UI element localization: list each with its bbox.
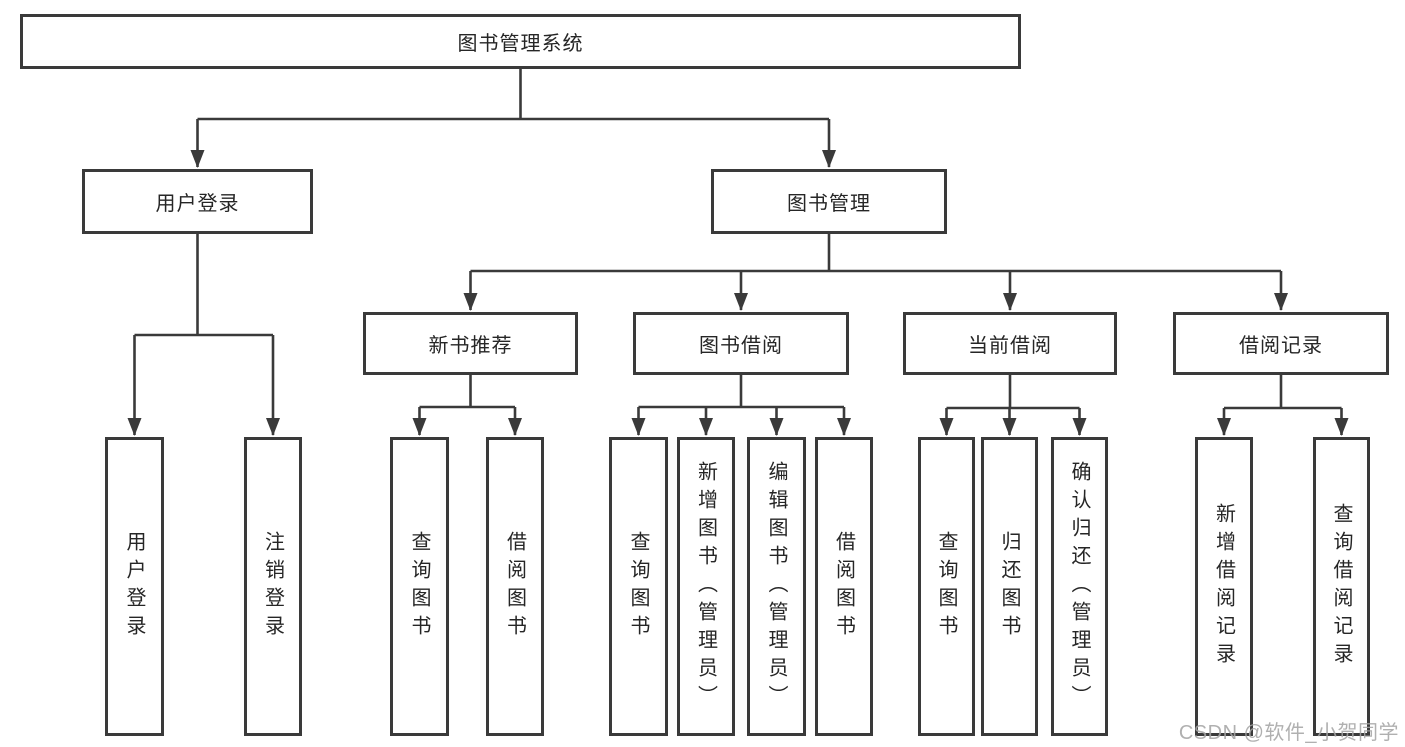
node-current-return: 归还图书 xyxy=(981,437,1038,736)
node-rec-borrow: 借阅图书 xyxy=(486,437,544,736)
node-login: 用户登录 xyxy=(82,169,313,234)
node-records: 借阅记录 xyxy=(1173,312,1389,375)
node-borrow: 图书借阅 xyxy=(633,312,849,375)
node-borrow-edit: 编辑图书（管理员） xyxy=(747,437,806,736)
watermark-text: CSDN @软件_小贺同学 xyxy=(1178,722,1399,744)
node-rec: 新书推荐 xyxy=(363,312,578,375)
node-rec-query: 查询图书 xyxy=(390,437,449,736)
node-borrow-lend: 借阅图书 xyxy=(815,437,873,736)
node-current-confirm: 确认归还（管理员） xyxy=(1051,437,1108,736)
node-root: 图书管理系统 xyxy=(20,14,1021,69)
node-login-user: 用户登录 xyxy=(105,437,164,736)
node-borrow-query: 查询图书 xyxy=(609,437,668,736)
node-records-query: 查询借阅记录 xyxy=(1313,437,1370,736)
node-mgmt: 图书管理 xyxy=(711,169,947,234)
node-current: 当前借阅 xyxy=(903,312,1117,375)
tree-edges xyxy=(127,69,1349,436)
node-login-logout: 注销登录 xyxy=(244,437,302,736)
node-records-add: 新增借阅记录 xyxy=(1195,437,1253,736)
node-borrow-add: 新增图书（管理员） xyxy=(677,437,735,736)
node-current-query: 查询图书 xyxy=(918,437,975,736)
